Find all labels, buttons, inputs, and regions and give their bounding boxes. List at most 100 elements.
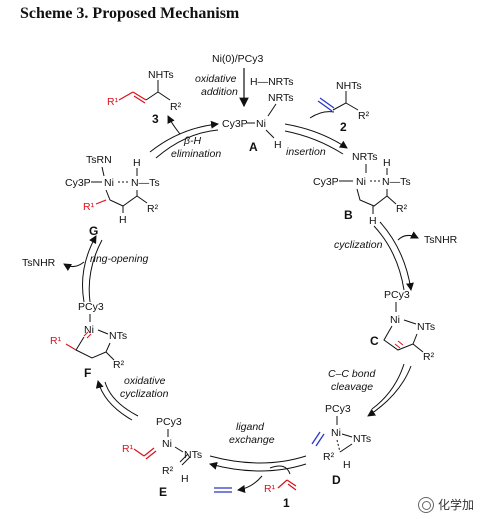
ring-opening-forward-arrow <box>82 235 97 303</box>
intermediate-g: TsRN Cy3P Ni N—Ts H R¹ R² H G <box>65 154 160 238</box>
label-a: A <box>249 140 258 154</box>
product-3-release-arrow <box>167 115 181 135</box>
step-beta-h-1: β-H <box>183 135 201 147</box>
oxidative-cyclization-reverse-arrow <box>104 381 139 417</box>
scheme-title: Scheme 3. Proposed Mechanism <box>20 5 240 22</box>
svg-text:R²: R² <box>423 351 435 363</box>
watermark-logo-icon <box>417 496 434 513</box>
svg-text:NRTs: NRTs <box>352 151 377 163</box>
label-c: C <box>370 334 379 348</box>
step-insertion: insertion <box>286 146 326 158</box>
step-oxidative-cyclization-2: cyclization <box>120 388 169 400</box>
svg-text:NHTs: NHTs <box>148 69 174 81</box>
byproduct-left: TsNHR <box>22 257 56 269</box>
svg-text:R¹: R¹ <box>83 201 95 213</box>
svg-text:R²: R² <box>113 359 125 371</box>
label-2: 2 <box>340 120 347 134</box>
svg-text:R²: R² <box>358 110 370 122</box>
svg-text:R¹: R¹ <box>122 443 134 455</box>
svg-text:H: H <box>119 214 127 226</box>
oxidative-cyclization-forward-arrow <box>95 380 133 421</box>
svg-text:H: H <box>274 139 282 151</box>
svg-text:PCy3: PCy3 <box>156 416 182 428</box>
svg-text:NRTs: NRTs <box>268 92 293 104</box>
svg-text:R²: R² <box>396 203 408 215</box>
step-cc-cleavage-2: cleavage <box>331 381 373 393</box>
svg-text:R²: R² <box>323 451 335 463</box>
cyclization-forward-arrow <box>379 221 414 291</box>
cyclization-reverse-arrow <box>373 225 405 291</box>
step-cyclization: cyclization <box>334 239 383 251</box>
svg-text:Ni: Ni <box>84 324 94 336</box>
intermediate-b: NRTs Cy3P Ni N—Ts H R² H B <box>313 151 411 227</box>
svg-text:TsRN: TsRN <box>86 154 112 166</box>
svg-text:R²: R² <box>162 465 174 477</box>
compound-2: NHTs R² 2 <box>317 80 370 134</box>
svg-text:Cy3P: Cy3P <box>313 176 339 188</box>
svg-text:Cy3P: Cy3P <box>222 118 248 130</box>
byproduct-left-arrow <box>63 261 85 272</box>
intermediate-a: Cy3P Ni NRTs H A <box>222 92 293 154</box>
label-f: F <box>84 366 91 380</box>
ligand-exchange-forward-arrow <box>209 461 307 472</box>
svg-text:R²: R² <box>170 101 182 113</box>
svg-text:Cy3P: Cy3P <box>65 177 91 189</box>
svg-text:H: H <box>369 215 377 227</box>
svg-text:N—Ts: N—Ts <box>382 176 411 188</box>
ethylene-release-arrow <box>237 475 263 493</box>
beta-h-forward-arrow <box>149 120 219 153</box>
svg-text:NTs: NTs <box>417 321 435 333</box>
insertion-reverse-arrow <box>284 130 344 155</box>
svg-text:PCy3: PCy3 <box>384 289 410 301</box>
compound-3: R¹ NHTs R² 3 <box>107 69 182 126</box>
intermediate-d: PCy3 Ni NTs R² H D <box>311 403 371 487</box>
svg-text:R²: R² <box>147 203 159 215</box>
label-b: B <box>344 208 353 222</box>
intermediate-c: PCy3 Ni NTs R² C <box>370 289 435 363</box>
svg-text:PCy3: PCy3 <box>78 301 104 313</box>
compound-1-entry-arrow <box>269 465 291 475</box>
svg-text:Ni: Ni <box>390 314 400 326</box>
watermark-text: 化学加 <box>437 498 474 512</box>
svg-text:Ni: Ni <box>331 427 341 439</box>
step-beta-h-2: elimination <box>171 148 221 160</box>
svg-text:Ni: Ni <box>256 118 266 130</box>
svg-text:NTs: NTs <box>353 433 371 445</box>
byproduct-right-arrow <box>397 231 419 241</box>
svg-text:H: H <box>343 459 351 471</box>
label-e: E <box>159 485 167 499</box>
cc-cleavage-forward-arrow <box>367 365 412 417</box>
intermediate-f: PCy3 Ni NTs R¹ R² F <box>50 301 127 380</box>
step-ligand-exchange-2: exchange <box>229 434 275 446</box>
step-ligand-exchange-1: ligand <box>236 421 265 433</box>
insertion-forward-arrow <box>284 123 348 149</box>
byproduct-right: TsNHR <box>424 234 458 246</box>
svg-text:Ni: Ni <box>356 176 366 188</box>
step-ring-opening: ring-opening <box>90 253 149 265</box>
step-oxidative-addition-2: addition <box>201 86 238 98</box>
step-cc-cleavage-1: C–C bond <box>328 368 376 380</box>
watermark: 化学加 <box>417 496 474 513</box>
ring-opening-reverse-arrow <box>88 239 103 303</box>
amine-reagent: H—NRTs <box>250 76 294 88</box>
svg-text:R¹: R¹ <box>107 96 119 108</box>
svg-text:R¹: R¹ <box>264 483 276 495</box>
svg-text:N—Ts: N—Ts <box>131 177 160 189</box>
svg-text:R¹: R¹ <box>50 335 62 347</box>
step-oxidative-cyclization-1: oxidative <box>124 375 166 387</box>
label-d: D <box>332 473 341 487</box>
svg-text:H: H <box>181 473 189 485</box>
svg-text:Ni: Ni <box>162 438 172 450</box>
step-oxidative-addition-1: oxidative <box>195 73 237 85</box>
svg-text:Ni: Ni <box>104 177 114 189</box>
svg-text:PCy3: PCy3 <box>325 403 351 415</box>
svg-text:H: H <box>383 157 391 169</box>
cc-cleavage-reverse-arrow <box>371 363 405 410</box>
intermediate-e: PCy3 Ni R¹ NTs R² H E <box>122 416 202 499</box>
svg-text:NTs: NTs <box>109 330 127 342</box>
svg-text:H: H <box>133 157 141 169</box>
catalyst-label: Ni(0)/PCy3 <box>212 53 264 65</box>
label-1: 1 <box>283 496 290 510</box>
label-g: G <box>89 224 98 238</box>
